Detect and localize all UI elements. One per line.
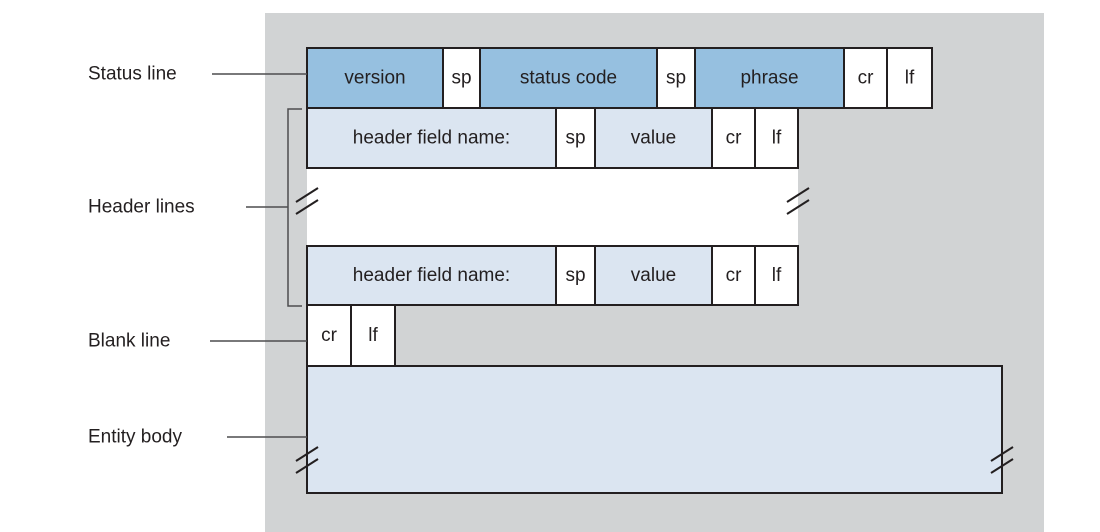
cell-value-box: [594, 245, 713, 306]
break-mark-icon: [295, 446, 319, 474]
header-lines-label: Header lines: [88, 197, 195, 218]
cell-header-field-name-label: header field name:: [353, 265, 510, 286]
cell-cr-box: [711, 107, 756, 169]
cell-version-label: version: [344, 68, 405, 89]
cell-lf-box: [350, 304, 396, 367]
cell-sp-box: [442, 47, 481, 109]
blank-line-label: Blank line: [88, 331, 170, 352]
status-line-label: Status line: [88, 64, 177, 85]
blank-line-row: cr lf: [306, 304, 396, 367]
cell-cr-label: cr: [726, 265, 743, 286]
cell-header-field-name-label: header field name:: [353, 128, 510, 149]
cell-lf-label: lf: [772, 265, 782, 286]
cell-status-code-box: [479, 47, 658, 109]
break-mark-icon: [990, 446, 1014, 474]
status-line-row: version sp status code sp phrase cr lf: [306, 47, 933, 109]
cell-header-field-name-box: [306, 107, 557, 169]
cell-lf-box: [754, 245, 799, 306]
cell-cr-box: [711, 245, 756, 306]
cell-header-field-name-box: [306, 245, 557, 306]
break-mark-icon: [295, 187, 319, 215]
header-line-row-1: header field name: sp value cr lf: [306, 107, 799, 169]
cell-cr-label: cr: [726, 128, 743, 149]
break-mark-icon: [786, 187, 810, 215]
cell-sp-label: sp: [666, 68, 686, 89]
cell-lf-box: [754, 107, 799, 169]
cell-lf-label: lf: [368, 325, 378, 346]
cell-cr-label: cr: [321, 325, 338, 346]
cell-cr-label: cr: [858, 68, 875, 89]
header-line-row-2: header field name: sp value cr lf: [306, 245, 799, 306]
header-lines-continuation-area: [307, 168, 798, 246]
header-lines-bracket: [287, 108, 302, 307]
cell-lf-box: [886, 47, 933, 109]
entity-body-box: [306, 365, 1003, 494]
entity-body-label: Entity body: [88, 427, 182, 448]
cell-lf-label: lf: [772, 128, 782, 149]
cell-phrase-label: phrase: [740, 68, 798, 89]
cell-value-label: value: [631, 265, 676, 286]
cell-cr-box: [843, 47, 888, 109]
cell-sp-box: [555, 245, 596, 306]
cell-value-box: [594, 107, 713, 169]
cell-sp-label: sp: [451, 68, 471, 89]
cell-sp-label: sp: [565, 265, 585, 286]
cell-value-label: value: [631, 128, 676, 149]
cell-sp-label: sp: [565, 128, 585, 149]
cell-status-code-label: status code: [520, 68, 617, 89]
cell-lf-label: lf: [905, 68, 915, 89]
cell-cr-box: [306, 304, 352, 367]
cell-version-box: [306, 47, 444, 109]
